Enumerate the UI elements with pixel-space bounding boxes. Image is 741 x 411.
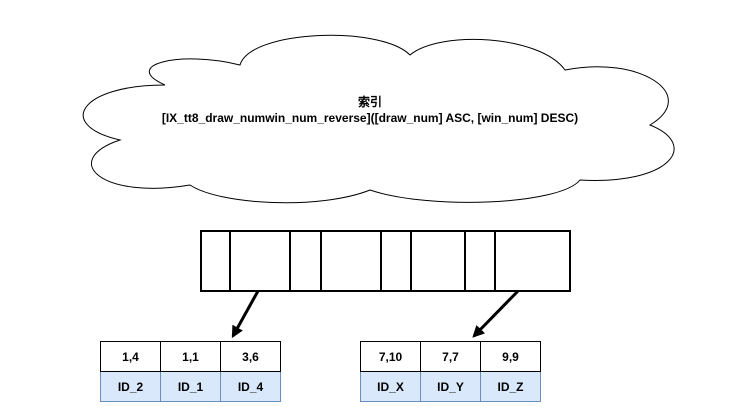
pointer-arrow-right	[472, 289, 520, 338]
index-label-definition: [IX_tt8_draw_numwin_num_reverse]([draw_n…	[161, 111, 579, 125]
leaf-id-row: ID_2 ID_1 ID_4	[100, 371, 281, 402]
leaf-key-cell: 3,6	[220, 341, 281, 372]
leaf-key-row: 7,10 7,7 9,9	[360, 341, 541, 372]
index-cloud-label: 索引 [IX_tt8_draw_numwin_num_reverse]([dra…	[100, 94, 640, 126]
leaf-key-cell: 9,9	[480, 341, 541, 372]
leaf-id-cell: ID_2	[100, 371, 161, 402]
leaf-id-cell: ID_X	[360, 371, 421, 402]
index-label-title: 索引	[357, 95, 382, 109]
leaf-key-cell: 7,7	[420, 341, 481, 372]
pointer-arrow-left	[231, 290, 260, 339]
leaf-page-left: 1,4 1,1 3,6 ID_2 ID_1 ID_4	[100, 341, 281, 402]
leaf-key-row: 1,4 1,1 3,6	[100, 341, 281, 372]
index-cloud	[82, 34, 675, 204]
leaf-page-right: 7,10 7,7 9,9 ID_X ID_Y ID_Z	[360, 341, 541, 402]
leaf-key-cell: 1,1	[160, 341, 221, 372]
node-page-frame	[200, 230, 571, 292]
leaf-id-cell: ID_Y	[420, 371, 481, 402]
leaf-id-cell: ID_1	[160, 371, 221, 402]
leaf-id-cell: ID_Z	[480, 371, 541, 402]
leaf-id-cell: ID_4	[220, 371, 281, 402]
leaf-key-cell: 1,4	[100, 341, 161, 372]
btree-node-page	[200, 230, 571, 292]
leaf-key-cell: 7,10	[360, 341, 421, 372]
leaf-id-row: ID_X ID_Y ID_Z	[360, 371, 541, 402]
